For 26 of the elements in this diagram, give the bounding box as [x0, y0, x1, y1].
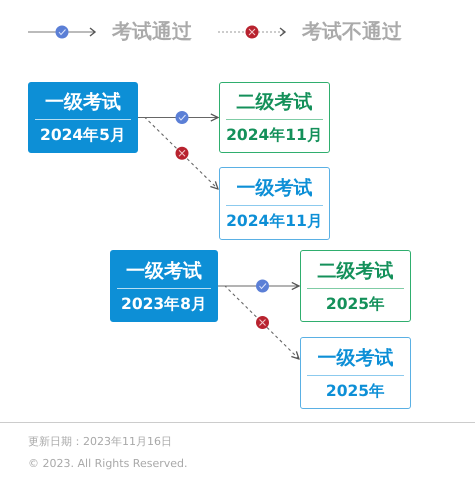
exam-box — [219, 82, 330, 153]
exam-date: 2024年11月 — [226, 125, 323, 146]
exam-level: 二级考试 — [236, 90, 312, 115]
exam-date: 2023年8月 — [121, 294, 207, 314]
exam-box — [300, 250, 411, 322]
legend-label: 考试通过 — [112, 18, 192, 45]
exam-date: 2024年5月 — [40, 125, 126, 146]
exam-level: 一级考试 — [318, 346, 394, 370]
exam-date: 2025年 — [326, 294, 386, 314]
exam-box — [300, 337, 411, 409]
legend-label: 考试不通过 — [302, 18, 402, 45]
copyright-note: © 2023. All Rights Reserved. — [28, 457, 188, 470]
dashed-arrow — [218, 285, 300, 360]
exam-box-filled — [28, 82, 138, 153]
exam-level: 一级考试 — [126, 258, 202, 284]
exam-level: 一级考试 — [236, 176, 312, 201]
exam-level: 一级考试 — [45, 90, 121, 115]
exam-level: 二级考试 — [318, 258, 394, 284]
arrow — [218, 282, 300, 290]
exam-date: 2024年11月 — [226, 211, 323, 232]
arrow — [138, 113, 219, 122]
exam-box-filled — [110, 250, 218, 322]
dashed-arrow — [138, 116, 219, 190]
update-date: 更新日期：2023年11月16日 — [28, 434, 172, 449]
exam-date: 2025年 — [326, 380, 386, 402]
exam-box — [219, 167, 330, 240]
